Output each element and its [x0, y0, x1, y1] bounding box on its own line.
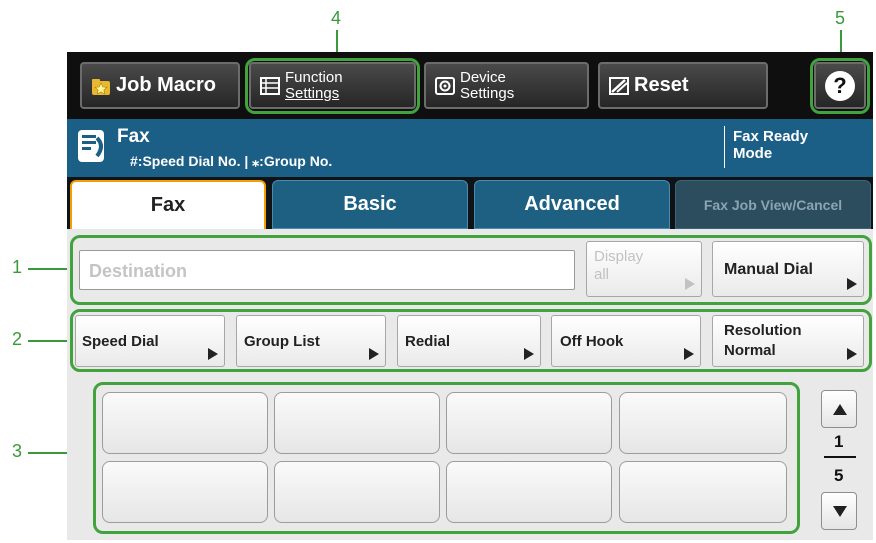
speed-dial-button[interactable]: Speed Dial: [75, 315, 225, 367]
eraser-icon: [608, 75, 630, 97]
gear-icon: [434, 75, 456, 97]
triangle-right-icon: [847, 348, 857, 360]
resolution-value: Normal: [724, 342, 776, 359]
callout-3-line: [28, 452, 93, 454]
group-list-label: Group List: [244, 333, 320, 350]
callout-3: 3: [12, 441, 23, 461]
callout-2: 2: [12, 329, 23, 349]
display-all-label-line2: all: [594, 266, 610, 283]
arrow-down-icon: [833, 506, 847, 517]
destination-input[interactable]: Destination: [79, 250, 575, 290]
highlight-function-settings: [245, 58, 420, 114]
speed-dial-label: Speed Dial: [82, 333, 159, 350]
callout-4: 4: [331, 8, 342, 28]
grid-cell[interactable]: [274, 392, 440, 454]
tab-basic[interactable]: Basic: [272, 180, 468, 229]
display-all-label: Display all: [594, 248, 643, 284]
page-down-button[interactable]: [821, 492, 857, 530]
arrow-up-icon: [833, 404, 847, 415]
triangle-right-icon: [369, 348, 379, 360]
resolution-label-line1: Resolution: [724, 322, 802, 339]
triangle-right-icon: [847, 278, 857, 290]
redial-button[interactable]: Redial: [397, 315, 541, 367]
help-icon-glyph: ?: [833, 72, 847, 98]
page-up-button[interactable]: [821, 390, 857, 428]
job-macro-button[interactable]: Job Macro: [80, 62, 240, 109]
function-settings-label-line2: Settings: [285, 84, 340, 102]
grid-cell[interactable]: [446, 461, 612, 523]
list-icon: [259, 75, 281, 97]
callout-2-line: [28, 340, 70, 342]
tab-advanced[interactable]: Advanced: [474, 180, 670, 229]
callout-4-line: [336, 30, 338, 58]
status-hint: #:Speed Dial No. | ⁎:Group No.: [130, 153, 333, 169]
manual-dial-label: Manual Dial: [724, 261, 813, 278]
triangle-right-icon: [685, 278, 695, 290]
reset-label: Reset: [634, 74, 689, 96]
destination-row: [70, 235, 872, 305]
page-current: 1: [834, 432, 844, 451]
grid-cell[interactable]: [102, 461, 268, 523]
grid-cell[interactable]: [102, 392, 268, 454]
triangle-right-icon: [684, 348, 694, 360]
redial-label: Redial: [405, 333, 451, 350]
grid-cell[interactable]: [446, 392, 612, 454]
grid-cell[interactable]: [619, 392, 787, 454]
device-settings-button[interactable]: Device Settings: [424, 62, 589, 109]
function-settings-label-line1: Function: [285, 68, 343, 86]
tab-fax-job-view-cancel[interactable]: Fax Job View/Cancel: [675, 180, 871, 229]
resolution-button[interactable]: Resolution Normal: [712, 315, 864, 367]
destination-placeholder: Destination: [89, 261, 188, 281]
function-row: [70, 309, 872, 372]
callout-1-line: [28, 268, 70, 270]
help-button[interactable]: ?: [814, 62, 866, 109]
resolution-label: Resolution Normal: [724, 321, 802, 361]
display-all-label-line1: Display: [594, 248, 644, 265]
grid-cell[interactable]: [619, 461, 787, 523]
mode-title: Fax: [117, 126, 150, 147]
callout-5-line: [840, 30, 842, 58]
reset-button[interactable]: Reset: [598, 62, 768, 109]
star-folder-icon: [90, 75, 112, 97]
off-hook-button[interactable]: Off Hook: [551, 315, 701, 367]
destination-grid: [93, 382, 800, 534]
fax-state: Fax Ready Mode: [733, 128, 808, 162]
grid-cell[interactable]: [274, 461, 440, 523]
tab-fax[interactable]: Fax: [70, 180, 266, 229]
function-settings-label: Function Settings: [285, 68, 343, 102]
callout-5: 5: [835, 8, 846, 28]
highlight-help: [810, 58, 870, 114]
status-divider: [724, 126, 725, 168]
fax-state-line1: Fax Ready: [733, 128, 809, 145]
manual-dial-button[interactable]: Manual Dial: [712, 241, 864, 297]
page-total: 5: [834, 466, 844, 485]
device-settings-label: Device Settings: [460, 68, 515, 102]
fax-phone-icon: [75, 126, 109, 166]
off-hook-label: Off Hook: [560, 333, 624, 350]
job-macro-label: Job Macro: [116, 74, 217, 96]
help-icon: ?: [825, 70, 855, 101]
callout-1: 1: [12, 257, 23, 277]
display-all-button[interactable]: Display all: [586, 241, 702, 297]
function-settings-button[interactable]: Function Settings: [249, 62, 416, 109]
triangle-right-icon: [524, 348, 534, 360]
status-bar: [67, 119, 873, 177]
group-list-button[interactable]: Group List: [236, 315, 386, 367]
page-divider: [824, 456, 856, 458]
device-settings-label-line2: Settings: [460, 84, 515, 102]
device-settings-label-line1: Device: [460, 68, 506, 86]
triangle-right-icon: [208, 348, 218, 360]
fax-state-line2: Mode: [733, 145, 773, 162]
